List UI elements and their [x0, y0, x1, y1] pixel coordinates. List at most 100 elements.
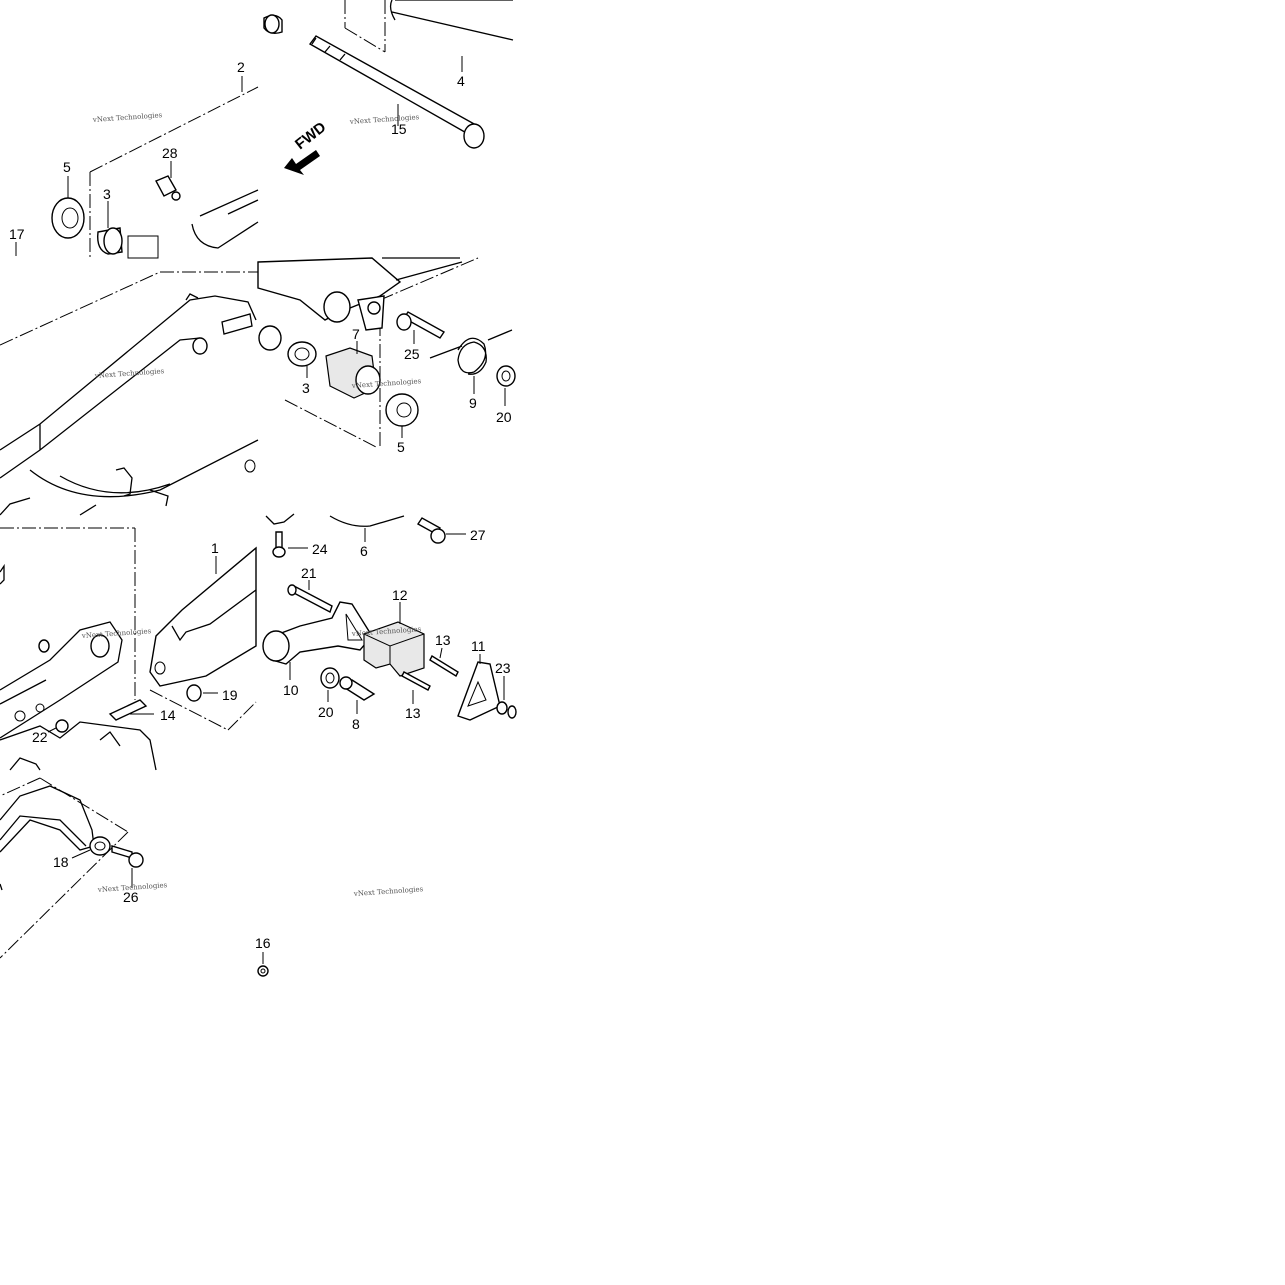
plate-11: [457, 661, 501, 721]
label-14: [108, 699, 148, 721]
panel-swingarm-lower: [0, 527, 257, 771]
guard-6: [329, 515, 405, 527]
watermark-text: vNext Technologies: [81, 627, 152, 640]
bushing-3b-inner: [294, 347, 310, 361]
pivot-tube: [389, 0, 514, 41]
swingarm-edge: [0, 497, 97, 516]
pin-13b: [401, 671, 431, 691]
bolt-24-head: [272, 546, 286, 558]
part-label: 6: [360, 543, 368, 559]
left-edge-part: [0, 563, 5, 585]
part-label: 2: [237, 59, 245, 75]
boss-small: [38, 639, 50, 653]
part-label: 23: [495, 660, 511, 676]
nut-16: [257, 965, 269, 977]
nut-22: [55, 719, 69, 733]
collar-8-end: [339, 676, 353, 690]
arm-10-pivot: [262, 630, 290, 662]
part-label: 18: [53, 854, 69, 870]
part-label: 11: [471, 638, 486, 654]
pivot-tube-line: [382, 257, 463, 281]
part-label: 16: [255, 935, 271, 951]
hole-a: [14, 710, 26, 722]
panel-pivot-right: [257, 257, 516, 449]
part-label: 17: [9, 226, 25, 242]
part-label: 28: [162, 145, 178, 161]
watermark-text: vNext Technologies: [349, 113, 420, 126]
brake-arm: [0, 721, 157, 771]
collar-7-face: [355, 365, 381, 395]
axle-slot: [185, 293, 253, 335]
washer-20b-inner: [325, 672, 335, 684]
pivot-bolt-head: [463, 123, 485, 149]
part-label: 24: [312, 541, 328, 557]
part-label: 20: [318, 704, 334, 720]
swingarm-bracket: [115, 467, 169, 507]
part-label: 26: [123, 889, 139, 905]
brake-pedal: [0, 785, 95, 853]
dust-seal-5b-inner: [396, 402, 412, 418]
bolt-27-head: [430, 528, 446, 544]
pivot-tube-end: [323, 291, 351, 323]
swingarm-plate: [127, 235, 159, 259]
bushing-3-end: [103, 227, 123, 255]
bolt-thread: [311, 37, 346, 61]
bracket-1-edge: [171, 589, 257, 642]
bolt-21: [291, 584, 333, 614]
part-label: 27: [470, 527, 486, 543]
pin-13a: [429, 655, 459, 677]
watermark-text: vNext Technologies: [92, 111, 163, 124]
washer-20b: [320, 667, 340, 689]
swingarm-body: [0, 295, 257, 479]
bolt-26: [111, 845, 133, 859]
part-label: 10: [283, 682, 299, 698]
frame-line: [39, 777, 129, 833]
leader-22: [47, 727, 57, 733]
spring-9: [429, 329, 513, 375]
arm-10-window: [345, 613, 363, 641]
washer-20-inner: [501, 370, 511, 382]
bracket-1-hole: [154, 661, 166, 675]
part-label: 21: [301, 565, 317, 581]
dust-seal-5: [51, 197, 85, 239]
panel-bottom: [0, 777, 269, 977]
part-label: 5: [397, 439, 405, 455]
bushing-18: [89, 836, 111, 856]
frame-line: [149, 689, 229, 731]
bolt-21-head: [287, 584, 297, 596]
panel-linkage: [262, 513, 517, 721]
part-label: 13: [405, 705, 421, 721]
part-label: 8: [352, 716, 360, 732]
hole-b: [35, 703, 45, 713]
part-label: 1: [211, 540, 219, 556]
dust-seal-5b: [385, 393, 419, 427]
edge-mark: [0, 883, 3, 891]
part-label: 15: [391, 121, 407, 137]
grease-nipple-28: [155, 175, 177, 197]
part-label: 3: [103, 186, 111, 202]
swingarm-rear: [0, 621, 123, 739]
part-label: 20: [496, 409, 512, 425]
watermark-text: vNext Technologies: [353, 885, 424, 898]
plate-11-window: [467, 680, 487, 707]
swingarm-lower: [29, 439, 259, 498]
fwd-label: FWD: [292, 119, 330, 154]
swingarm-bracket-1: [149, 546, 257, 687]
part-label: 13: [435, 632, 451, 648]
bolt-26-head: [128, 852, 144, 868]
watermark-text: vNext Technologies: [94, 367, 165, 380]
leader-13a: [439, 647, 443, 659]
washer-23: [496, 701, 508, 715]
part-label: 19: [222, 687, 238, 703]
part-labels: 2 5 3 28 17 4 15 7 3 25 9 20 5 24 6 27 1…: [9, 59, 512, 951]
frame-line: [284, 399, 379, 449]
part-label: 5: [63, 159, 71, 175]
part-label: 14: [160, 707, 176, 723]
frame-line: [89, 86, 259, 173]
bolt-24: [275, 531, 283, 549]
frame-line: [0, 777, 41, 797]
pivot-nut: [367, 301, 381, 315]
axle-boss: [90, 634, 110, 658]
washer-20: [496, 365, 516, 387]
